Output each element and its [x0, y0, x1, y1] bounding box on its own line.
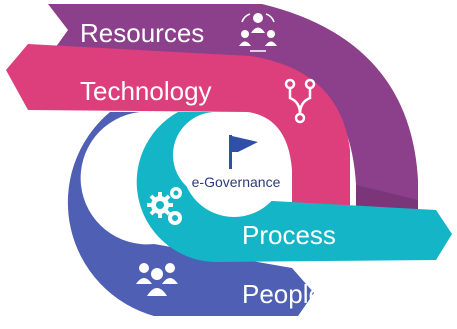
people-band: [67, 112, 314, 316]
center-circle: [182, 113, 286, 217]
branch-icon: [284, 78, 316, 124]
process-band: [136, 112, 452, 263]
team-network-icon: [239, 13, 277, 52]
technology-label: Technology: [80, 76, 212, 106]
process-label: Process: [242, 220, 336, 250]
people-label: People: [242, 279, 323, 309]
gears-icon: [147, 187, 182, 225]
center-label: e-Governance: [192, 174, 281, 190]
flag-icon: [229, 135, 258, 169]
resources-label: Resources: [80, 18, 204, 48]
group-icon: [136, 263, 178, 296]
technology-band: [6, 44, 350, 206]
